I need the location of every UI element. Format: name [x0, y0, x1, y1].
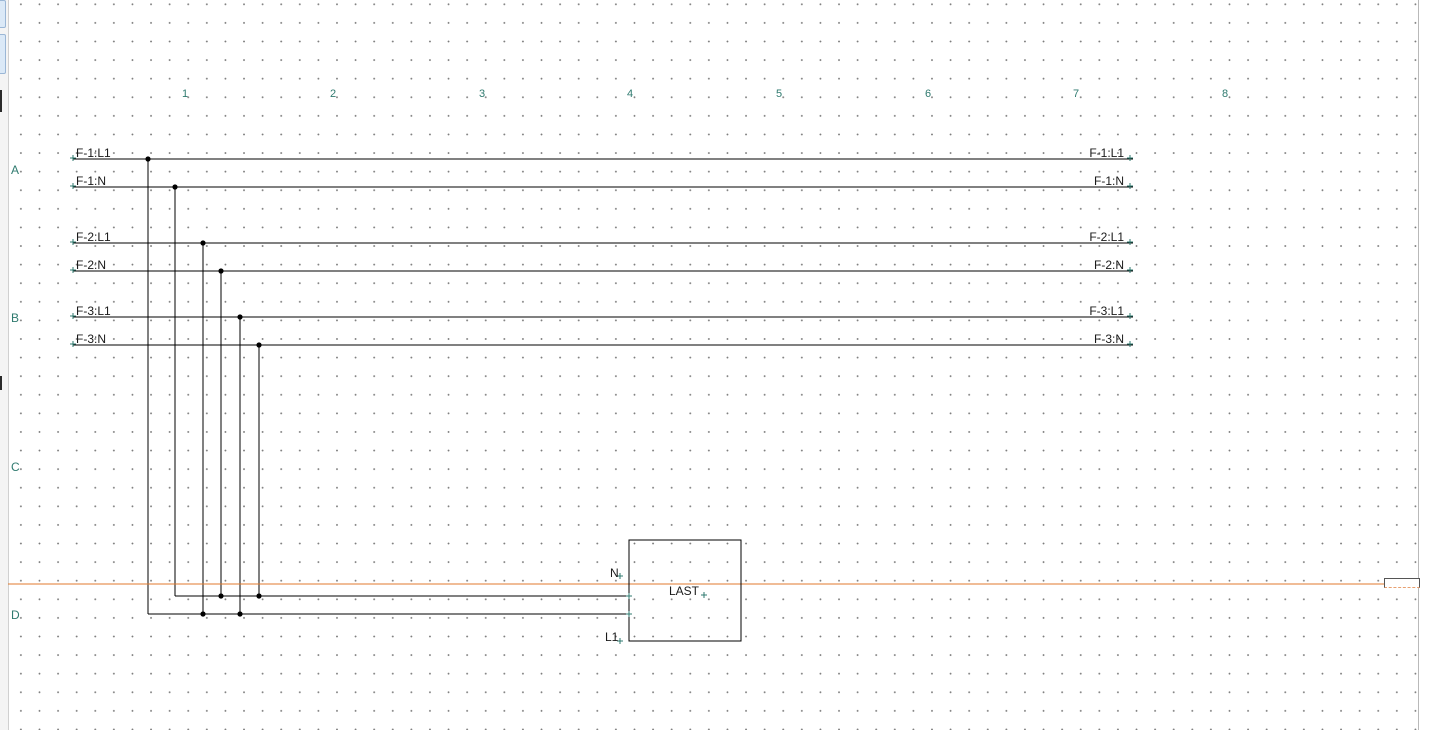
connector-label-left[interactable]: F-1:L1 — [76, 146, 111, 160]
pin-marker-device — [617, 573, 707, 644]
junction-dot — [256, 593, 262, 599]
column-number: 8 — [1221, 88, 1229, 100]
connector-label-right[interactable]: F-3:N — [1094, 332, 1124, 346]
row-letter: C — [11, 460, 20, 474]
column-number: 7 — [1072, 88, 1080, 100]
row-letter: A — [11, 163, 20, 177]
left-marker — [0, 90, 2, 112]
connector-label-right[interactable]: F-2:L1 — [1089, 230, 1124, 244]
connector-label-right[interactable]: F-1:N — [1094, 174, 1124, 188]
connector-label-right[interactable]: F-1:L1 — [1089, 146, 1124, 160]
junction-dot — [145, 156, 151, 162]
connector-label-right[interactable]: F-2:N — [1094, 258, 1124, 272]
device-pin-label-l1: L1 — [605, 630, 619, 644]
connector-label-left[interactable]: F-3:N — [76, 332, 106, 346]
row-letter: B — [11, 311, 20, 325]
connector-label-right[interactable]: F-3:L1 — [1089, 304, 1124, 318]
device-pin-label-n: N — [610, 566, 619, 580]
junction-dot — [256, 342, 262, 348]
connector-label-left[interactable]: F-1:N — [76, 174, 106, 188]
row-letter: D — [11, 608, 20, 622]
right-scroll-edge[interactable] — [1418, 0, 1440, 730]
junction-dot — [218, 593, 224, 599]
left-toolbar-strip — [0, 0, 9, 730]
connector-label-left[interactable]: F-2:N — [76, 258, 106, 272]
column-number: 2 — [329, 88, 337, 100]
left-tab-1[interactable] — [0, 0, 6, 28]
junction-dot — [218, 268, 224, 274]
cursor-snap-box — [1384, 578, 1420, 588]
connector-label-left[interactable]: F-2:L1 — [76, 230, 111, 244]
column-number: 1 — [181, 88, 189, 100]
device-name-label[interactable]: LAST — [669, 584, 700, 598]
junction-dot — [237, 314, 243, 320]
column-number: 4 — [626, 88, 634, 100]
left-tab-2[interactable] — [0, 34, 6, 74]
pin-marker-left — [70, 155, 76, 347]
junction-dot — [200, 611, 206, 617]
column-number: 5 — [775, 88, 783, 100]
column-number: 6 — [924, 88, 932, 100]
pin-marker-right — [1127, 155, 1133, 347]
junction-dot — [200, 240, 206, 246]
column-number: 3 — [478, 88, 486, 100]
junction-dot — [172, 184, 178, 190]
left-marker — [0, 376, 2, 390]
device-box-last — [628, 539, 742, 642]
connector-label-left[interactable]: F-3:L1 — [76, 304, 111, 318]
junction-dot — [237, 611, 243, 617]
